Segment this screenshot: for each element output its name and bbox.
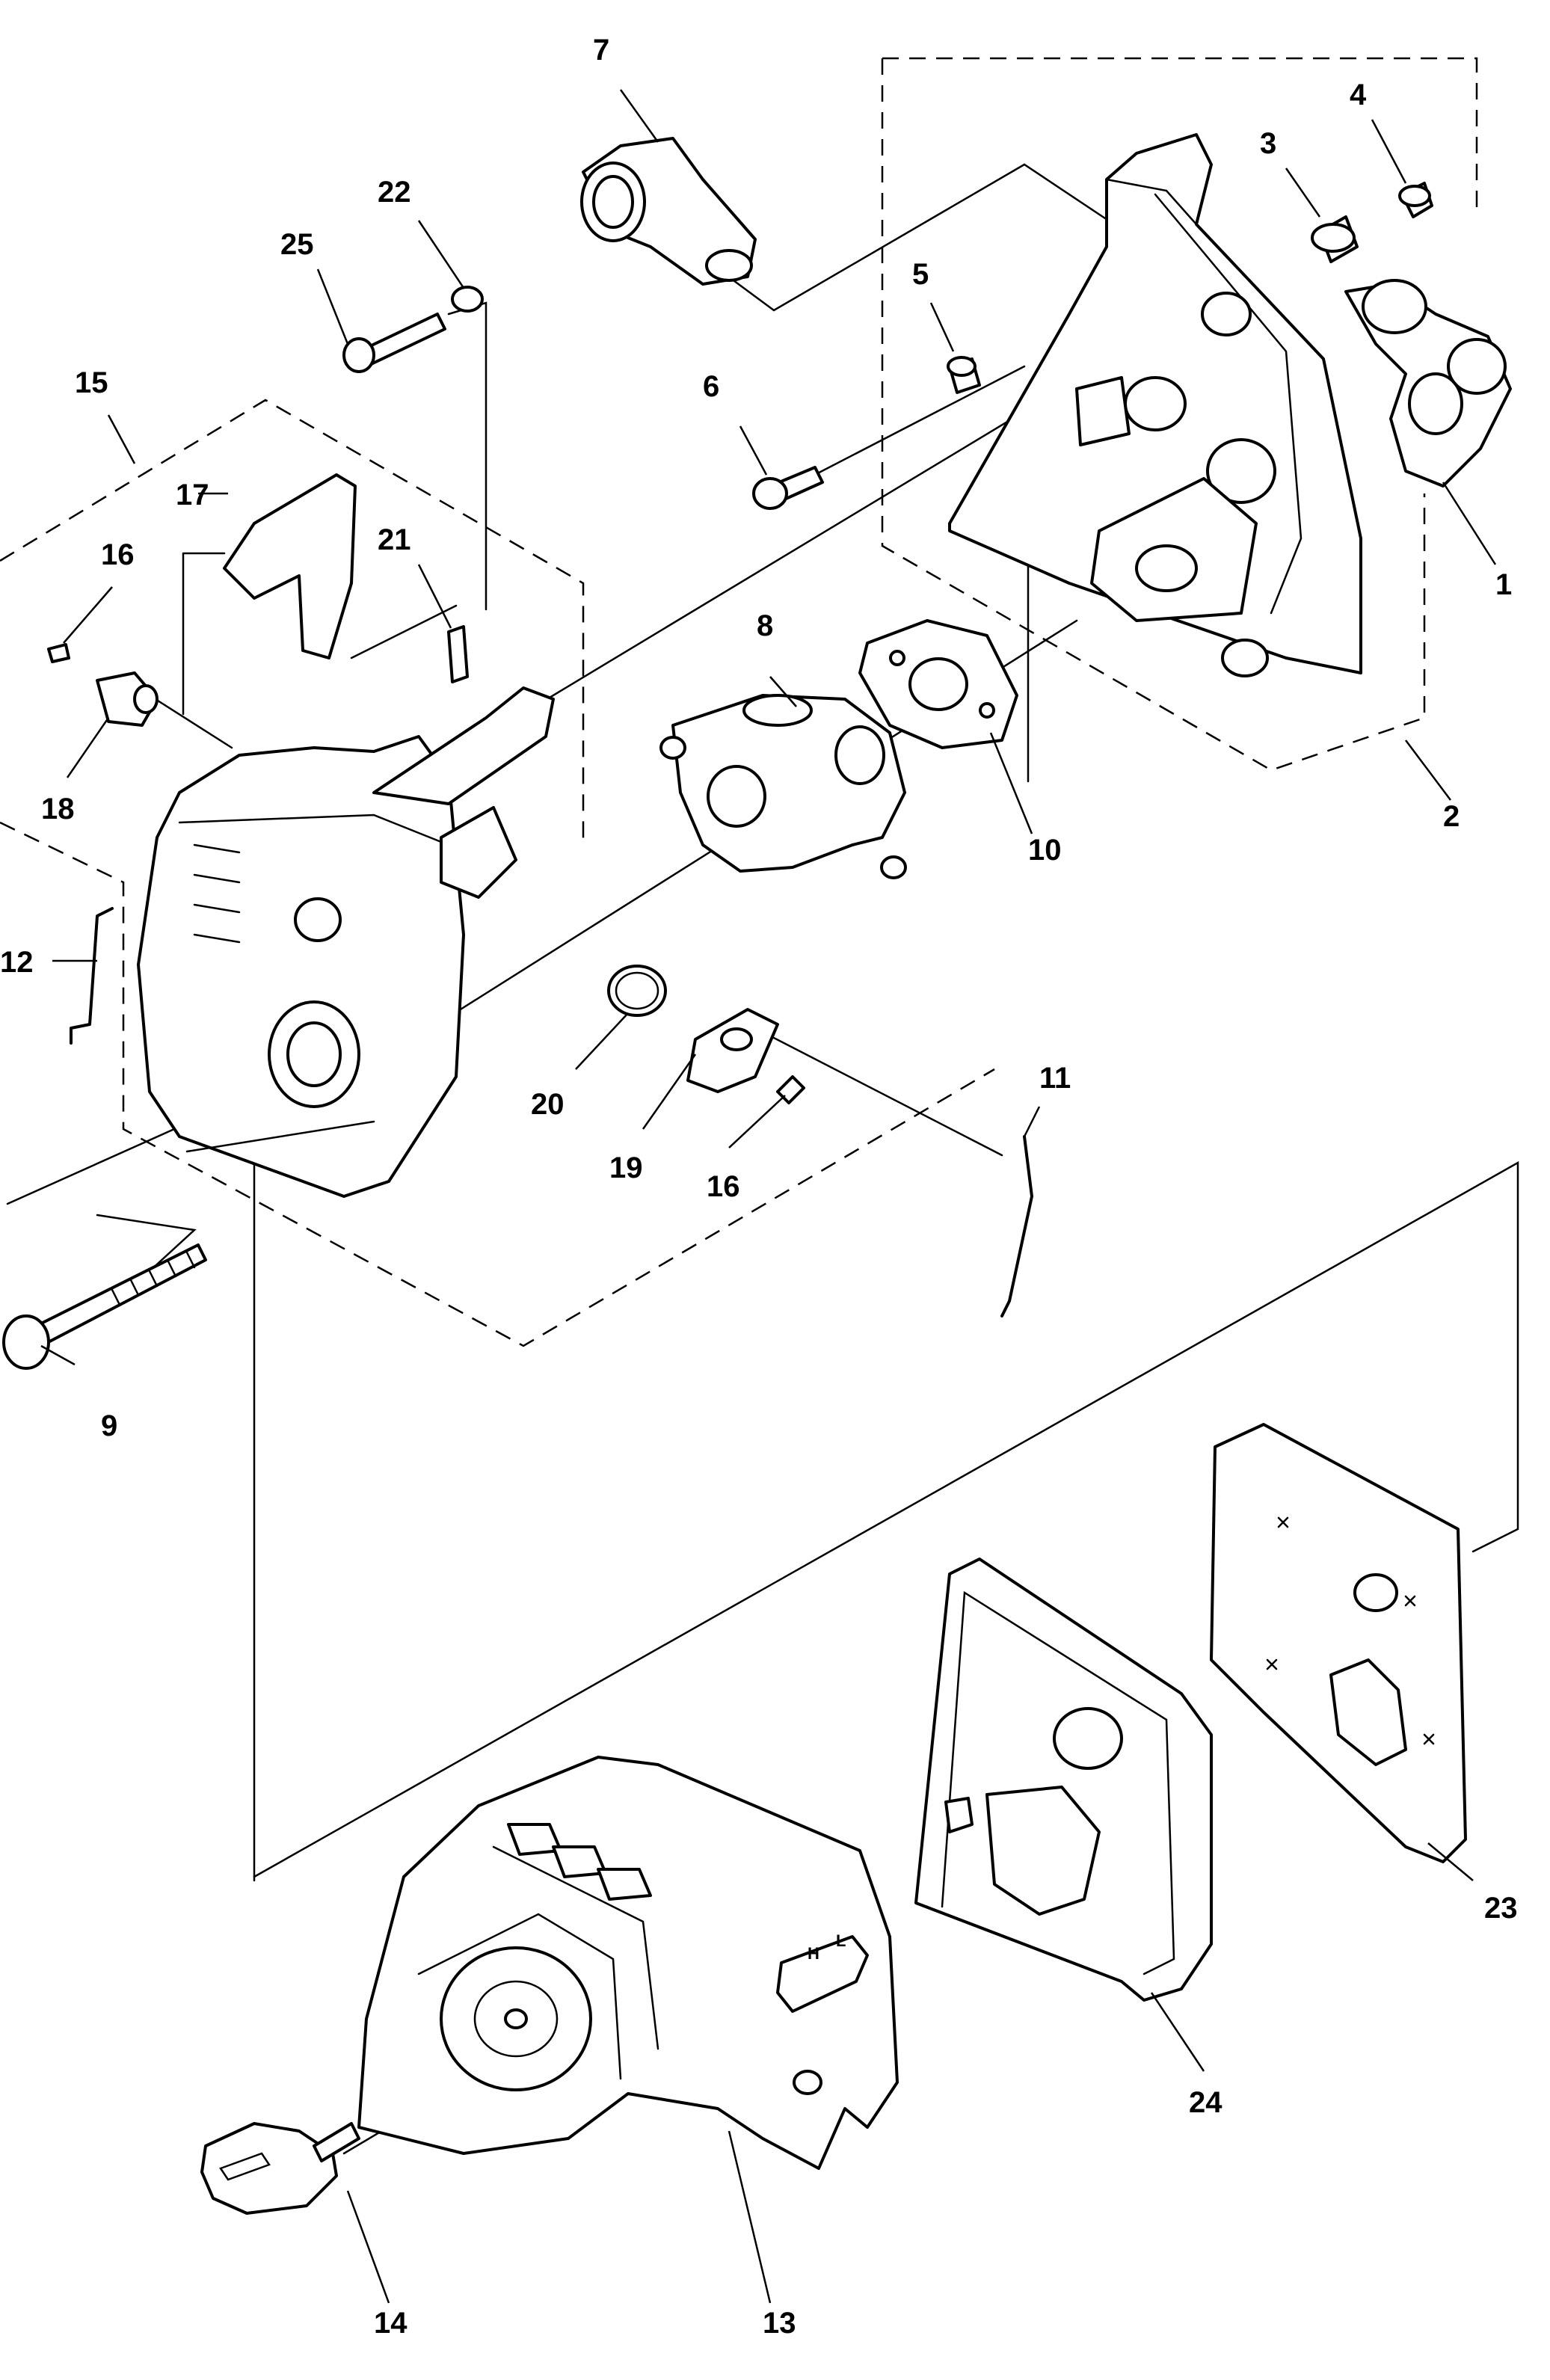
axis-line-filter bbox=[253, 1160, 1519, 1878]
carb-gasket-part-10 bbox=[858, 619, 1018, 749]
callout-18: 18 bbox=[41, 793, 75, 825]
choke-lever-17 bbox=[223, 473, 357, 659]
callout-6: 6 bbox=[703, 370, 719, 403]
spacer-and-screw bbox=[752, 356, 981, 510]
callout-14: 14 bbox=[374, 2307, 408, 2340]
callout-24: 24 bbox=[1189, 2086, 1223, 2119]
gasket-part-1 bbox=[1344, 279, 1512, 488]
carburetor-part-8 bbox=[659, 694, 907, 879]
callout-5: 5 bbox=[912, 258, 929, 291]
marking-high: H bbox=[808, 1944, 819, 1963]
axis-line-18 bbox=[148, 694, 233, 749]
callout-19: 19 bbox=[609, 1151, 643, 1184]
screw-16-upper bbox=[47, 643, 70, 663]
callout-7: 7 bbox=[593, 34, 609, 67]
small-parts-center bbox=[607, 965, 1033, 1317]
filter-holder-part-24 bbox=[914, 1558, 1213, 2002]
axis-line-11 bbox=[746, 1023, 1003, 1157]
knob-part-14 bbox=[200, 2122, 360, 2215]
callout-13: 13 bbox=[763, 2307, 796, 2340]
callout-8: 8 bbox=[757, 609, 773, 642]
bracket-17 bbox=[182, 552, 226, 716]
manifold-bracket-part-15 bbox=[137, 686, 555, 1198]
small-parts-upper-left bbox=[47, 286, 484, 1045]
callout-12: 12 bbox=[0, 946, 34, 979]
callout-25: 25 bbox=[280, 228, 314, 261]
rod-12 bbox=[70, 907, 114, 1045]
callout-10: 10 bbox=[1028, 834, 1062, 867]
washer-22 bbox=[451, 286, 484, 313]
callout-11: 11 bbox=[1039, 1062, 1071, 1095]
callout-21: 21 bbox=[378, 523, 411, 556]
callout-labels: 1 2 3 4 5 6 7 8 9 10 11 12 13 14 15 16 1… bbox=[0, 34, 1518, 2340]
callout-9: 9 bbox=[101, 1409, 117, 1442]
callout-17: 17 bbox=[176, 479, 209, 511]
assembly-boundaries bbox=[0, 57, 1478, 1347]
elbow-part-7 bbox=[580, 137, 757, 286]
vent-slot-3 bbox=[597, 1868, 652, 1901]
boundary-group-2 bbox=[881, 57, 1478, 772]
callout-20: 20 bbox=[531, 1088, 565, 1121]
callout-16-lower: 16 bbox=[707, 1170, 740, 1203]
clip-21 bbox=[447, 625, 469, 683]
axis-line-main bbox=[533, 365, 1101, 708]
marking-low: L bbox=[836, 1931, 846, 1950]
callout-3: 3 bbox=[1260, 127, 1276, 160]
leader-lines bbox=[40, 89, 1497, 2304]
adjust-window bbox=[776, 1935, 869, 2013]
rod-11 bbox=[1000, 1135, 1033, 1317]
callout-1: 1 bbox=[1495, 568, 1512, 601]
intake-housing-part bbox=[948, 133, 1362, 677]
filter-part-23 bbox=[1210, 1423, 1467, 1863]
callout-15: 15 bbox=[75, 366, 108, 399]
callout-23: 23 bbox=[1484, 1892, 1518, 1925]
cover-part-13 bbox=[357, 1756, 899, 2170]
bolt-part-9 bbox=[2, 1243, 207, 1370]
callout-22: 22 bbox=[378, 176, 411, 209]
callout-2: 2 bbox=[1443, 800, 1460, 833]
callout-4: 4 bbox=[1350, 79, 1367, 111]
bushing-parts bbox=[1311, 182, 1433, 263]
axis-line-6 bbox=[806, 365, 1026, 480]
cover-markings: H L bbox=[808, 1931, 846, 1963]
axis-line-21 bbox=[350, 604, 458, 659]
boundary-group-15 bbox=[0, 399, 995, 1347]
callout-16-upper: 16 bbox=[101, 538, 135, 571]
axis-line-25 bbox=[447, 301, 488, 611]
